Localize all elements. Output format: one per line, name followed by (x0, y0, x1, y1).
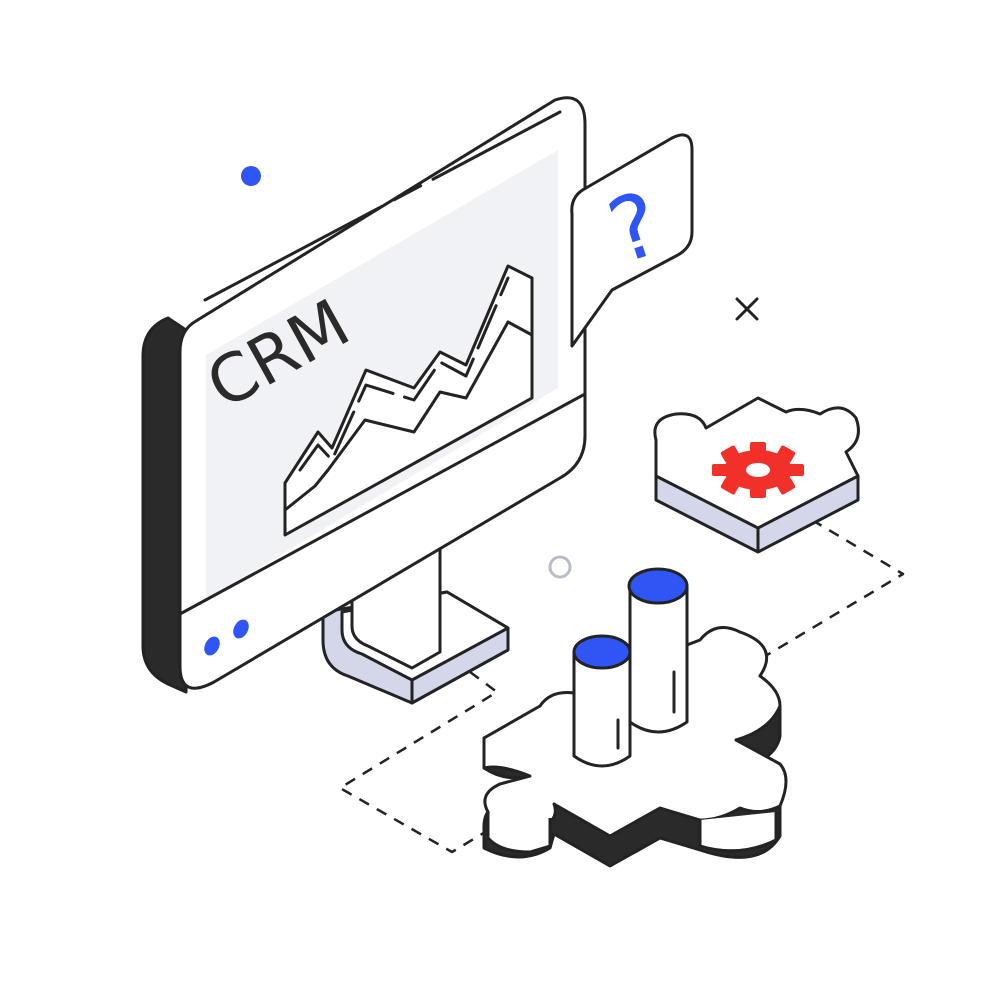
monitor: CRM (141, 96, 587, 705)
dashed-connectors (338, 518, 905, 854)
bar-cylinder-short (572, 634, 632, 768)
ring-accent (548, 555, 572, 579)
bar-cylinder-tall (627, 567, 689, 734)
chart-puzzle-top (482, 626, 788, 838)
blue-dot-accent (241, 166, 261, 186)
dashed-connector-right (761, 518, 905, 660)
monitor-bezel-divider (178, 392, 587, 616)
chart-lower-series (283, 320, 534, 512)
monitor-side (141, 316, 188, 694)
bar-cylinders (572, 567, 689, 768)
dashed-connector-left (338, 670, 499, 854)
line-chart-icon (283, 264, 534, 537)
chart-puzzle-piece (482, 626, 788, 868)
monitor-indicator-dot (204, 636, 220, 656)
chart-puzzle-front-face (698, 812, 778, 853)
chart-upper-series (298, 276, 510, 472)
speech-bubble: ? (570, 133, 694, 348)
gear-puzzle-piece (653, 396, 860, 554)
speech-bubble-shape (570, 133, 694, 348)
gear-icon (712, 442, 804, 498)
monitor-indicator-dot (233, 619, 249, 639)
monitor-stand-neck (350, 538, 442, 670)
chart-frame (283, 264, 534, 537)
chart-puzzle-front-face (486, 812, 552, 854)
close-icon (735, 297, 759, 321)
monitor-top-highlight (203, 110, 562, 302)
